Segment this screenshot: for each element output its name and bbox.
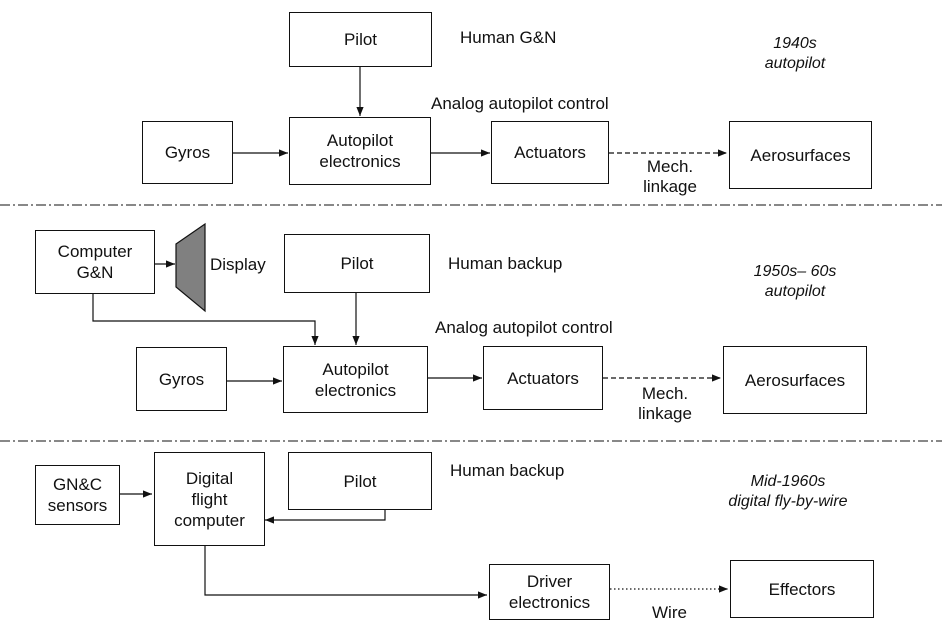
autopilot-electronics-label-1950s: Autopilot electronics: [314, 359, 397, 400]
arrow-flight-computer-to-driver: [204, 546, 487, 599]
driver-electronics-label: Driver electronics: [508, 572, 591, 612]
analog-control-label-1950s: Analog autopilot control: [435, 318, 613, 337]
pilot-label-1940s: Pilot: [343, 30, 378, 49]
driver-electronics-box: Driver electronics: [489, 564, 610, 620]
computer-gn-label: Computer G&N: [57, 242, 133, 282]
mech-linkage-label-1950s: Mech. linkage: [638, 384, 692, 423]
pilot-label-1950s: Pilot: [340, 254, 374, 273]
digital-flight-computer-box: Digital flight computer: [154, 452, 265, 546]
aerosurfaces-box-1940s: Aerosurfaces: [729, 121, 872, 189]
era-label-1950s: 1950s– 60s autopilot: [753, 263, 837, 300]
actuators-label-1940s: Actuators: [514, 143, 586, 162]
gyros-box-1940s: Gyros: [142, 121, 233, 184]
wire-label: Wire: [652, 603, 687, 622]
digital-flight-computer-label: Digital flight computer: [174, 468, 245, 530]
display-label: Display: [210, 255, 266, 274]
arrow-pilot-to-flight-computer: [265, 510, 386, 524]
era-label-1940s: 1940s autopilot: [764, 35, 826, 72]
aerosurfaces-label-1940s: Aerosurfaces: [750, 145, 851, 165]
human-backup-label-1960s: Human backup: [450, 461, 565, 480]
effectors-label: Effectors: [768, 579, 836, 599]
gnc-sensors-label: GN&C sensors: [47, 475, 108, 515]
analog-control-label-1940s: Analog autopilot control: [431, 94, 609, 113]
actuators-box-1940s: Actuators: [491, 121, 609, 184]
effectors-box: Effectors: [730, 560, 874, 618]
autopilot-electronics-box-1950s: Autopilot electronics: [283, 346, 428, 413]
actuators-label-1950s: Actuators: [507, 368, 579, 388]
human-backup-label-1950s: Human backup: [448, 254, 563, 273]
pilot-box-1960s: Pilot: [288, 452, 432, 510]
pilot-box-1940s: Pilot: [289, 12, 432, 67]
computer-gn-box: Computer G&N: [35, 230, 155, 294]
autopilot-electronics-label-1940s: Autopilot electronics: [319, 131, 401, 171]
aerosurfaces-label-1950s: Aerosurfaces: [744, 370, 846, 390]
mech-linkage-label-1940s: Mech. linkage: [643, 157, 697, 196]
aerosurfaces-box-1950s: Aerosurfaces: [723, 346, 867, 414]
autopilot-electronics-box-1940s: Autopilot electronics: [289, 117, 431, 185]
pilot-label-1960s: Pilot: [343, 471, 377, 491]
gyros-label-1940s: Gyros: [164, 143, 211, 162]
arrow-computer-to-autopilot: [92, 294, 319, 345]
human-gn-label: Human G&N: [460, 28, 557, 47]
gyros-box-1950s: Gyros: [136, 347, 227, 411]
display-screen-shape: [175, 222, 206, 313]
actuators-box-1950s: Actuators: [483, 346, 603, 410]
gnc-sensors-box: GN&C sensors: [35, 465, 120, 525]
pilot-box-1950s: Pilot: [284, 234, 430, 293]
era-label-1960s: Mid-1960s digital fly-by-wire: [728, 473, 848, 510]
gyros-label-1950s: Gyros: [158, 369, 205, 389]
